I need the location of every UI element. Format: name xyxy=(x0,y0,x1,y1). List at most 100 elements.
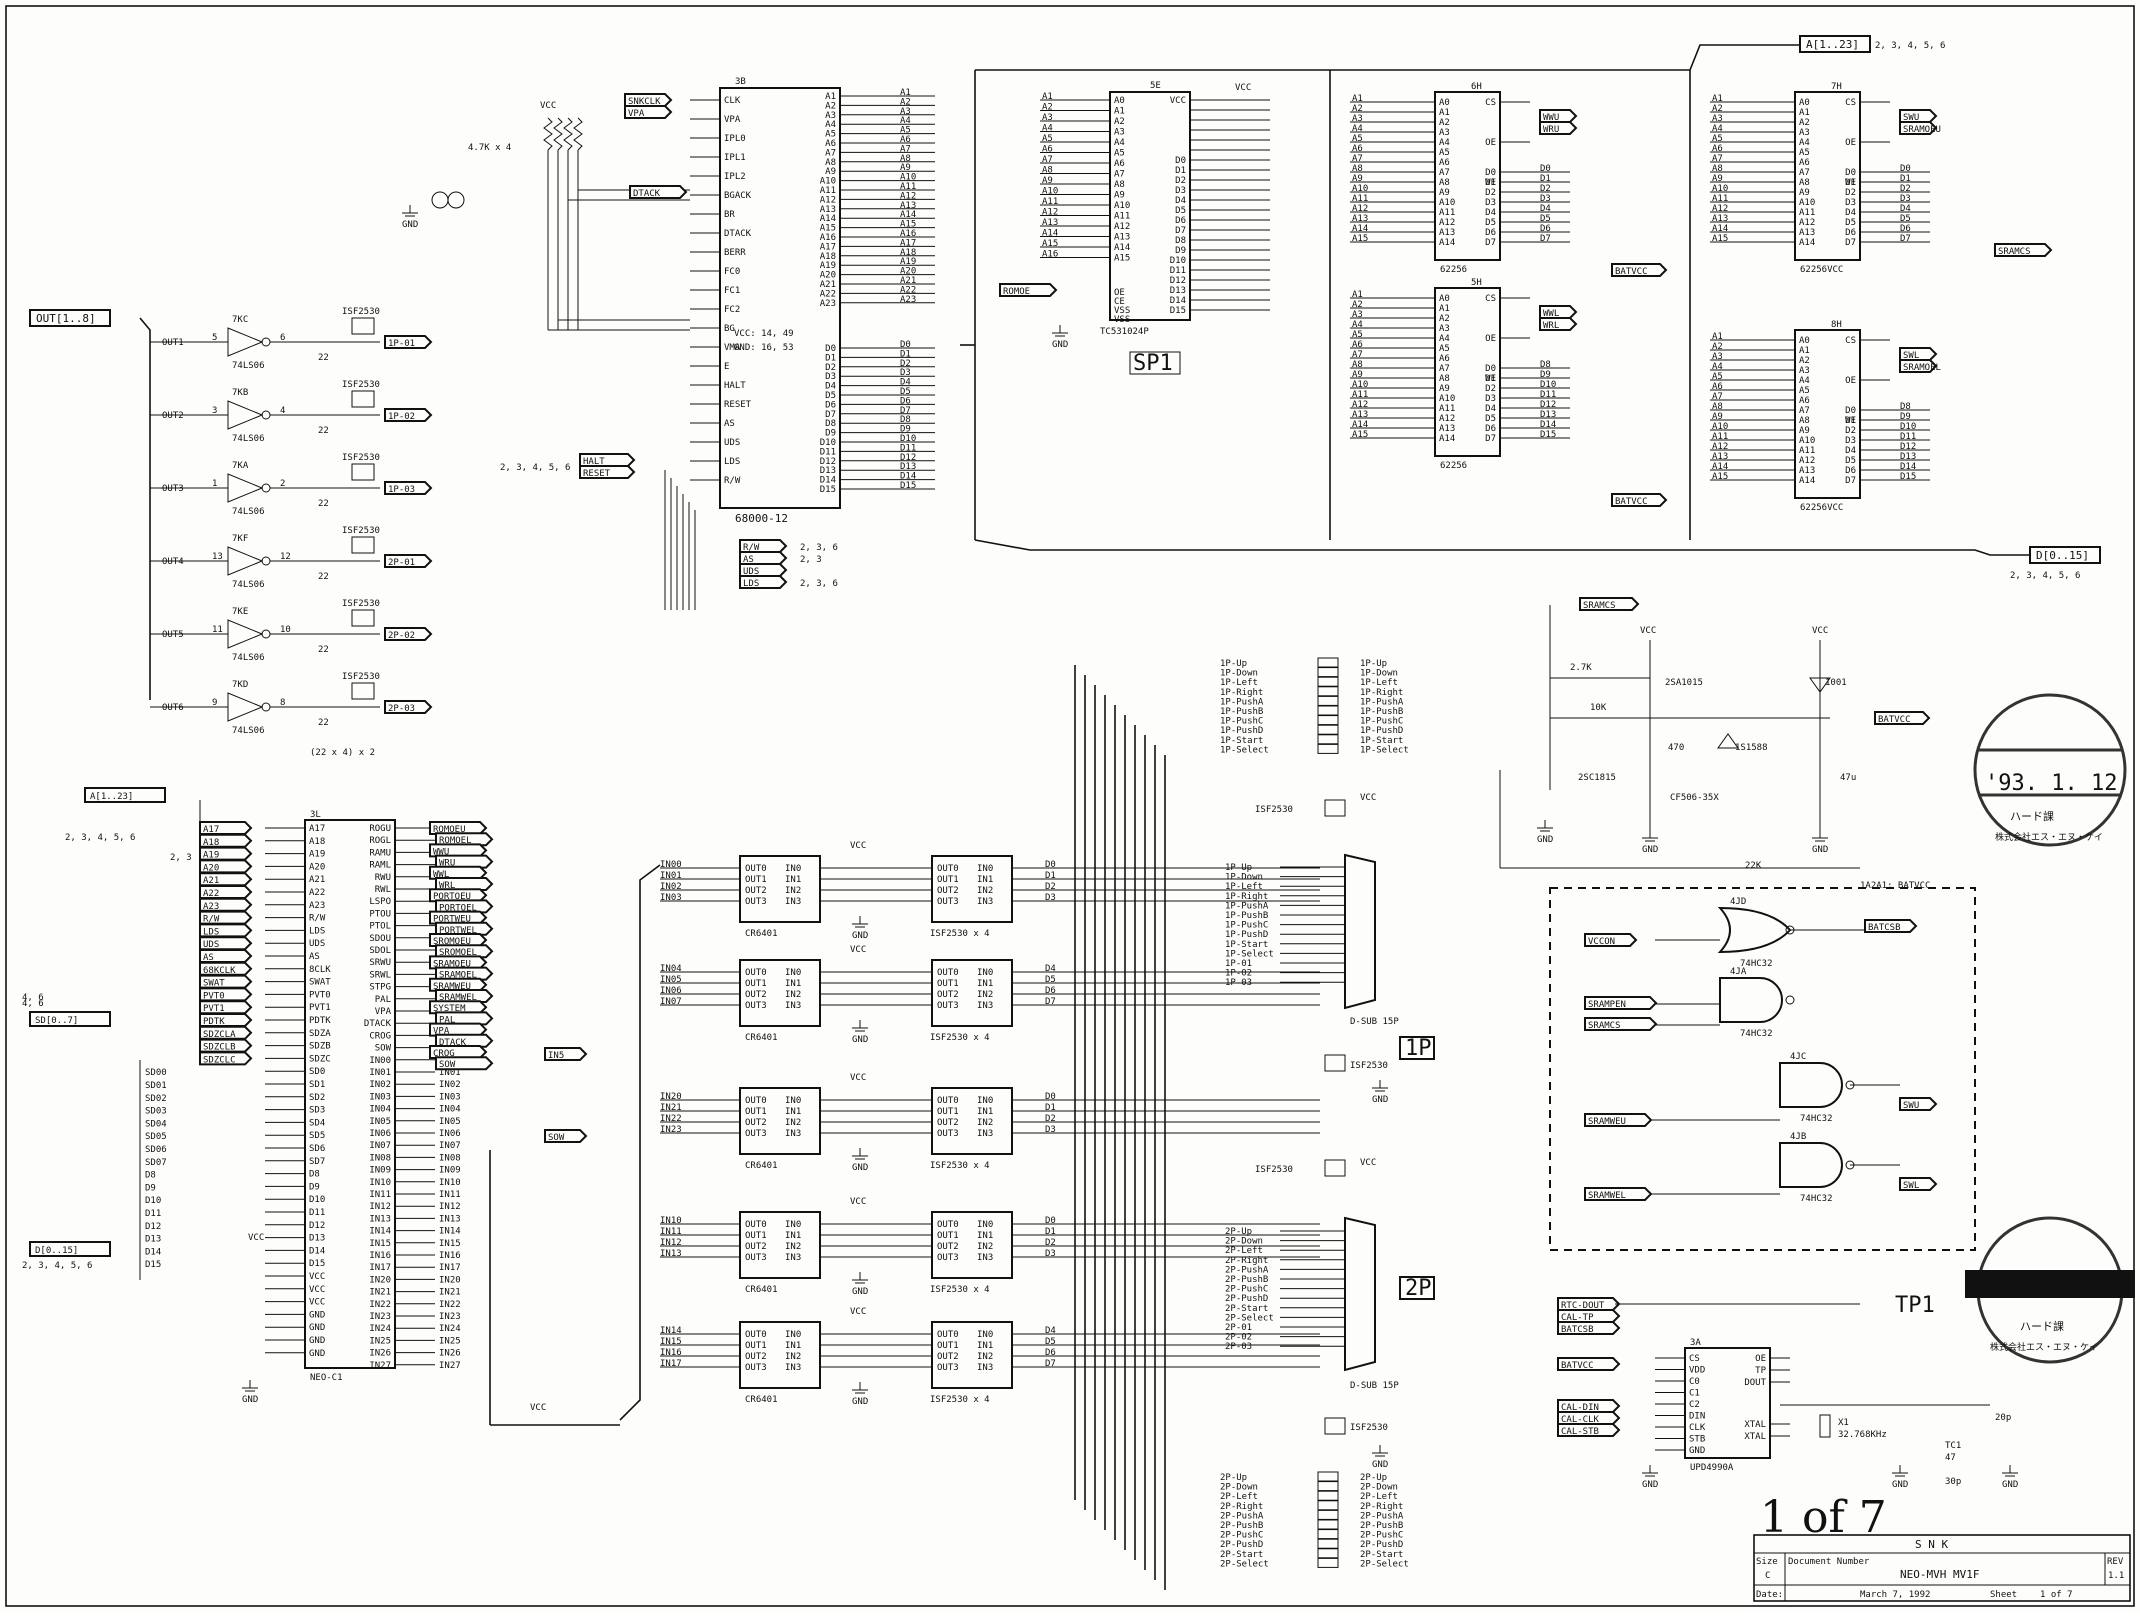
p2-conn-net: 2P-01 xyxy=(1225,1323,1252,1333)
cpu-left-pin: BR xyxy=(724,210,735,220)
sram-data-net: D12 xyxy=(1540,400,1556,410)
neo-out-flag-text: PORTWEL xyxy=(439,926,477,936)
sram-ctrl-pin: WE xyxy=(1485,178,1496,188)
p2-conn-net: 2P-Up xyxy=(1225,1227,1252,1237)
sram-addr-pin: A0 xyxy=(1799,98,1810,108)
rom-ctrl-pin: VSS xyxy=(1114,315,1130,325)
sram-addr-pin: A3 xyxy=(1799,366,1810,376)
p1-sig-box xyxy=(1317,695,1339,706)
sram-data-pin: D5 xyxy=(1485,218,1496,228)
cpu-addr-net: A7 xyxy=(900,144,911,154)
rom-right-pin: D7 xyxy=(1175,226,1186,236)
p1-conn-net: 1P-Left xyxy=(1225,882,1263,892)
neo-in-flag xyxy=(199,1013,253,1027)
mux-out-net: D0 xyxy=(1045,860,1056,870)
cpu-lds-flag-text: LDS xyxy=(743,579,759,589)
cpu-data-net: D2 xyxy=(900,359,911,369)
logic-in2-flag xyxy=(1584,996,1658,1010)
mux-in-pin: IN1 xyxy=(785,979,801,989)
p1-sig-net: 1P-Right xyxy=(1220,688,1263,698)
p2-vcc: VCC xyxy=(1360,1158,1376,1168)
mux-in-pin: IN0 xyxy=(785,1220,801,1230)
out-ic: ISF2530 xyxy=(342,672,380,682)
neo-in-flag xyxy=(199,987,253,1002)
rtc-left-pin: STB xyxy=(1689,1435,1705,1445)
sram-sig2-flag-text: WRU xyxy=(1543,125,1559,135)
mux-in-net: IN20 xyxy=(660,1092,682,1102)
cpu-addr-net: A2 xyxy=(900,97,911,107)
p1-conn-net: 1P-03 xyxy=(1225,978,1252,988)
sram-sig2-flag-text: WRL xyxy=(1543,321,1559,331)
out-part: 74LS06 xyxy=(232,434,265,444)
neo-in-net: IN08 xyxy=(439,1153,461,1163)
p1-conn-net: 1P-PushB xyxy=(1225,911,1268,921)
p2-sig-net: 2P-Up xyxy=(1220,1473,1247,1483)
sram-addr-pin: A13 xyxy=(1799,228,1815,238)
and-gate xyxy=(1719,977,1783,1023)
approval-stamp: ハード課 株式会社エス・エヌ・ケイ xyxy=(1965,1216,2135,1364)
neo-ref-c: 4, 6 xyxy=(22,993,44,1003)
mux-in-net: IN11 xyxy=(660,1227,682,1237)
out-ic: ISF2530 xyxy=(342,526,380,536)
rtc-left-pin: C2 xyxy=(1689,1400,1700,1410)
logic-in1-flag-text: VCCON xyxy=(1588,937,1615,947)
sram-addr-pin: A5 xyxy=(1799,386,1810,396)
neo-out-flag-text: ROMOEL xyxy=(439,836,472,846)
out-part: 74LS06 xyxy=(232,580,265,590)
p1-sig-net: 1P-Up xyxy=(1220,659,1247,669)
gnd-label: GND xyxy=(2002,1480,2018,1490)
bat-d1: 1S1588 xyxy=(1735,743,1768,753)
cpu-clk-flag-text: SNKCLK xyxy=(628,97,661,107)
cpu-data-pin: D0 xyxy=(825,344,836,354)
stamp-company: 株式会社エス・エヌ・ケイ xyxy=(1995,831,2103,843)
out-res: 22 xyxy=(318,426,329,436)
mux2-in-pin: IN3 xyxy=(977,1001,993,1011)
cpu-data-net: D6 xyxy=(900,396,911,406)
out-pin-in: 5 xyxy=(212,333,217,343)
out-ref: 7KD xyxy=(232,680,248,690)
neo-in-flag xyxy=(199,1000,253,1015)
cpu-data-net: D3 xyxy=(900,368,911,378)
cpu-data-net: D14 xyxy=(900,472,916,482)
rtc-right-pin: XTAL xyxy=(1744,1432,1766,1442)
p2-sig-net: 2P-Down xyxy=(1220,1483,1258,1493)
mux-left-body xyxy=(739,959,821,1027)
neo-left-pin: PVT0 xyxy=(309,990,331,1000)
mux2-in-pin: IN0 xyxy=(977,968,993,978)
bat-cell: CF506-35X xyxy=(1670,793,1719,803)
sram-addr-pin: A14 xyxy=(1439,238,1455,248)
neo-a-bus xyxy=(84,787,166,803)
logic-out1-flag-text: BATCSB xyxy=(1868,923,1901,933)
out-part: 74LS06 xyxy=(232,726,265,736)
mux-out-pin: OUT0 xyxy=(745,1096,767,1106)
mux-out-net: D0 xyxy=(1045,1216,1056,1226)
rtc-sig-flag-text: RTC-DOUT xyxy=(1561,1301,1605,1311)
cpu-left-pin: IPL2 xyxy=(724,172,746,182)
cpu-left-pin: HALT xyxy=(724,381,746,391)
cpu-rw-refs: 2, 3, 6 xyxy=(800,543,838,553)
sram-data-net: D11 xyxy=(1540,390,1556,400)
neo-right-pin: VPA xyxy=(375,1007,392,1017)
cpu-data-pin: D7 xyxy=(825,410,836,420)
cpu-addr-pin: A16 xyxy=(820,233,836,243)
neo-right-pin: ROGL xyxy=(369,836,391,846)
sram-data-pin: D4 xyxy=(1485,404,1496,414)
inverter-gate xyxy=(227,546,264,576)
neo-left-pin: SD7 xyxy=(309,1157,325,1167)
neo-in-net: IN13 xyxy=(439,1214,461,1224)
neo-right-pin: IN26 xyxy=(369,1349,391,1359)
rom-right-pin: D6 xyxy=(1175,216,1186,226)
cpu-left-pin: FC1 xyxy=(724,286,740,296)
sram-data-net: D11 xyxy=(1900,432,1916,442)
sram-ref: 7H xyxy=(1831,82,1842,92)
p1-ic-bot: ISF2530 xyxy=(1350,1061,1388,1071)
logic-out4-flag xyxy=(1899,1097,1938,1111)
p2-ic-top-box xyxy=(1324,1159,1346,1177)
rom-oe-flag-text: ROMOE xyxy=(1003,287,1030,297)
p1-sig-net: 1P-Start xyxy=(1220,736,1263,746)
p1-conn-net: 1P-PushD xyxy=(1225,930,1268,940)
neo-right-pin: IN13 xyxy=(369,1214,391,1224)
neo-left-pin: A20 xyxy=(309,862,325,872)
neo-right-pin: IN04 xyxy=(369,1105,391,1115)
